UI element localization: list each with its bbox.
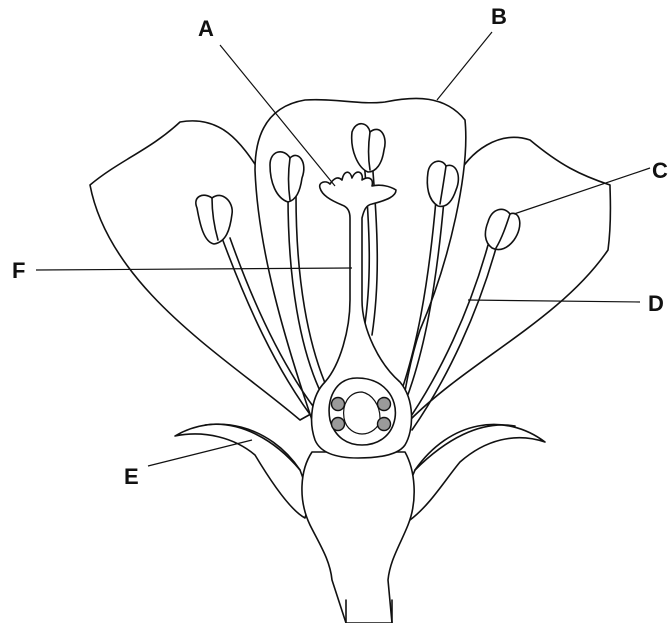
label-b: B <box>491 6 507 28</box>
leader-b <box>437 32 492 100</box>
ovule <box>332 398 345 411</box>
ovule <box>332 418 345 431</box>
ovule <box>378 398 391 411</box>
ovary-cavity <box>329 378 395 445</box>
label-f: F <box>12 260 25 282</box>
sepal-left <box>175 424 307 518</box>
label-c: C <box>652 160 668 182</box>
label-e: E <box>124 466 139 488</box>
sepal-right <box>408 424 545 520</box>
label-a: A <box>198 18 214 40</box>
leader-e <box>148 440 252 466</box>
ovule <box>378 418 391 431</box>
receptacle <box>302 452 414 623</box>
label-d: D <box>648 293 664 315</box>
